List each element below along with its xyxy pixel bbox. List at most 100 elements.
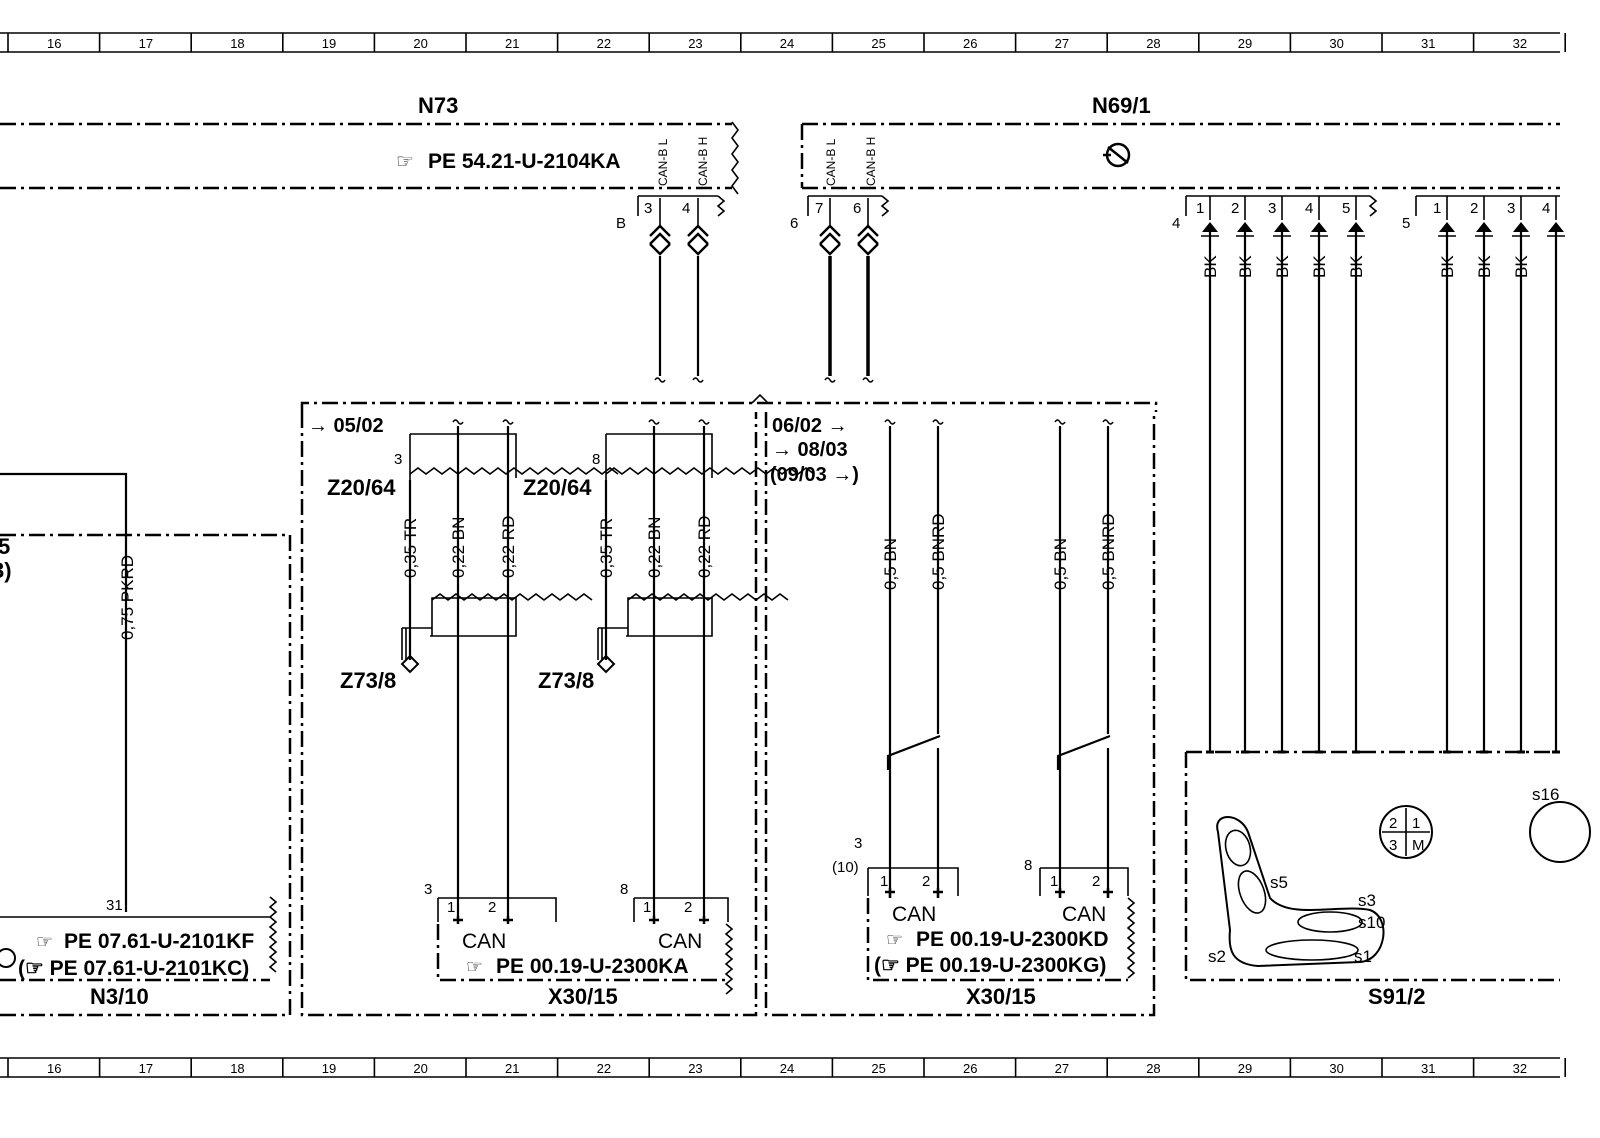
ruler-number: 22: [597, 36, 611, 51]
x30-15-left-block: → 05/02 Z20/64 Z20/64 Z73/8 Z73/8 3 8 3 …: [300, 412, 758, 1017]
ruler-number: 24: [780, 1061, 794, 1076]
ground-diamond: [596, 654, 616, 674]
continuation-mark: [648, 419, 660, 425]
z20-box: [410, 433, 517, 478]
switch-contact: [886, 734, 941, 770]
s91-label: S91/2: [1368, 984, 1426, 1009]
wire-label: 0,35 TR: [401, 518, 420, 578]
ruler-number: 32: [1513, 36, 1527, 51]
pin-marker: [1055, 888, 1065, 898]
n69-signal-l: CAN-B L: [824, 138, 838, 186]
ruler-number: 30: [1329, 1061, 1343, 1076]
wire-color-label: BK: [1310, 255, 1329, 278]
connector-arrow: [819, 224, 841, 256]
pin-number: 2: [1470, 200, 1478, 217]
ruler-number: 23: [688, 1061, 702, 1076]
seat-icon: [1216, 816, 1385, 968]
ruler-number: 21: [505, 36, 519, 51]
n69-connector-6: 6: [790, 215, 798, 232]
ruler-number: 19: [322, 1061, 336, 1076]
ruler-number: 26: [963, 36, 977, 51]
ruler-number: 27: [1055, 36, 1069, 51]
s91-switch-s10: s10: [1358, 913, 1385, 932]
continuation-mark: [452, 419, 464, 425]
continuation-mark: [692, 377, 704, 383]
x30-right-can-a: CAN: [892, 903, 936, 926]
x30-right-pin-1b: 1: [1050, 873, 1058, 890]
pin-marker: [649, 916, 659, 924]
z73-box: [626, 597, 713, 637]
x30-right-date-3: (09/03 →): [770, 464, 859, 486]
ruler-number: 18: [230, 1061, 244, 1076]
wire-label: 0,5 BN: [1051, 538, 1070, 590]
pin-arrow: [1202, 222, 1218, 232]
x30-right-index-10: (10): [832, 859, 859, 876]
pointing-hand-icon: ☞: [396, 151, 414, 173]
wire-label: 0,5 BNRD: [929, 513, 948, 590]
x30-right-index-3: 3: [854, 835, 862, 852]
continuation-mark: [824, 377, 836, 383]
z20-index-left: 3: [394, 451, 402, 468]
x30-left-can-b: CAN: [658, 930, 702, 953]
x30-right-label: X30/15: [966, 984, 1036, 1009]
continuation-mark: [884, 419, 896, 425]
x30-left-index-8: 8: [620, 881, 628, 898]
n69-signal-h: CAN-B H: [864, 137, 878, 186]
s91-switch-s5: s5: [1270, 873, 1288, 892]
ruler-number: 26: [963, 1061, 977, 1076]
wire-label: 0,22 RD: [695, 516, 714, 578]
ruler-number: 17: [139, 36, 153, 51]
z73-label-right: Z73/8: [538, 668, 594, 693]
pin-marker: [699, 916, 709, 924]
x30-left-pin-1a: 1: [447, 899, 455, 916]
n3-10-pin: 31: [106, 897, 123, 914]
x30-right-index-8: 8: [1024, 857, 1032, 874]
wire-color-label: BK: [1201, 255, 1220, 278]
svg-text:☞: ☞: [886, 930, 903, 951]
continuation-mark: [698, 419, 710, 425]
ruler-number: 31: [1421, 1061, 1435, 1076]
ruler-number: 16: [47, 1061, 61, 1076]
pointing-hand-icon: ☞: [36, 932, 53, 953]
x30-left-date: → 05/02: [308, 415, 384, 437]
svg-text:☞: ☞: [36, 932, 53, 953]
wire-color-label: BK: [1347, 255, 1366, 278]
wire-label: 0,35 TR: [597, 518, 616, 578]
s91-switch-s16: s16: [1532, 785, 1559, 804]
ruler-number: 20: [413, 1061, 427, 1076]
n3-10-ref-2: (☞ PE 07.61-U-2101KC): [18, 957, 249, 980]
x30-left-label: X30/15: [548, 984, 618, 1009]
pin-number: 3: [1268, 200, 1276, 217]
wire-color-label: BK: [1236, 255, 1255, 278]
pin-arrow: [1274, 222, 1290, 232]
n3-10-partial-bottom: 3): [0, 558, 12, 583]
n73-module: N73 ☞ PE 54.21-U-2104KA CAN-B L CAN-B H …: [0, 93, 739, 232]
pin-arrow: [1548, 222, 1564, 232]
ruler-number: 29: [1238, 1061, 1252, 1076]
wire-color-label: BK: [1438, 255, 1457, 278]
wire-color-label: BK: [1273, 255, 1292, 278]
ruler-number: 25: [871, 1061, 885, 1076]
z73-label-left: Z73/8: [340, 668, 396, 693]
ground-diamond: [400, 654, 420, 674]
ruler-number: 24: [780, 36, 794, 51]
n3-10-label: N3/10: [90, 984, 149, 1009]
x30-right-pin-2b: 2: [1092, 873, 1100, 890]
pin-number: 1: [1433, 200, 1441, 217]
x30-right-can-b: CAN: [1062, 903, 1106, 926]
x30-left-ref: PE 00.19-U-2300KA: [496, 955, 689, 978]
wire-label: 0,5 BN: [881, 538, 900, 590]
continuation-mark: [1054, 419, 1066, 425]
motor-3: 3: [1389, 837, 1397, 854]
x30-left-pin-1b: 1: [643, 899, 651, 916]
n69-pin-7: 7: [815, 200, 823, 217]
motor-1: 1: [1412, 815, 1420, 832]
pointing-hand-icon: ☞: [466, 957, 483, 978]
ruler-number: 23: [688, 36, 702, 51]
x30-left-can-a: CAN: [462, 930, 506, 953]
x30-right-pin-2a: 2: [922, 873, 930, 890]
